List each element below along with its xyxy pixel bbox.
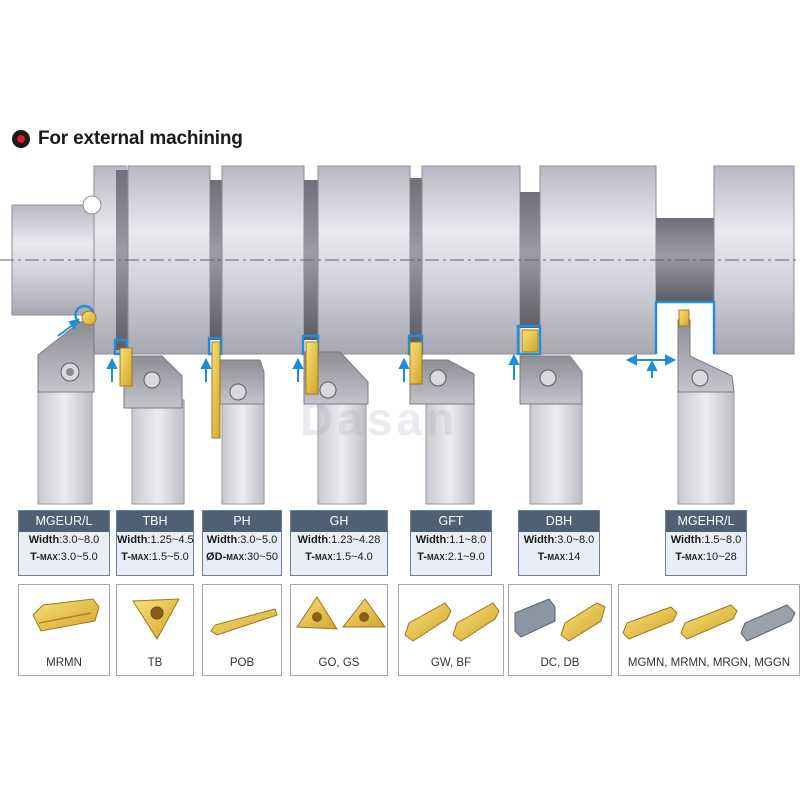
spec-panel-dbh: DBH Width:3.0~8.0 T-MAX:14 <box>518 510 600 576</box>
insert-box-mgmn: MGMN, MRMN, MRGN, MGGN <box>618 584 800 676</box>
width-spec: Width:3.0~8.0 <box>523 534 595 546</box>
insert-image <box>32 598 100 632</box>
insert-box-mrmn: MRMN <box>18 584 110 676</box>
spec-panel-ph: PH Width:3.0~5.0 ØD-MAX:30~50 <box>202 510 282 576</box>
tool-name: TBH <box>117 511 193 532</box>
width-spec: Width:1.5~8.0 <box>670 534 742 546</box>
insert-label: GW, BF <box>430 657 472 669</box>
section-title-text: For external machining <box>38 128 243 149</box>
insert-label: MGMN, MRMN, MRGN, MGGN <box>627 657 791 669</box>
insert-label: DC, DB <box>540 657 580 669</box>
t-max-spec: T-MAX:1.5~4.0 <box>305 551 373 563</box>
tool-name: MGEUR/L <box>19 511 109 532</box>
t-max-spec: T-MAX:3.0~5.0 <box>30 551 98 563</box>
target-bullet-icon <box>12 130 30 148</box>
width-spec: Width:3.0~8.0 <box>28 534 100 546</box>
spec-panel-mgehr: MGEHR/L Width:1.5~8.0 T-MAX:10~28 <box>665 510 747 576</box>
insert-box-dc-db: DC, DB <box>508 584 612 676</box>
feed-arrows <box>57 318 677 382</box>
machining-diagram <box>0 165 800 505</box>
width-spec: Width:1.1~8.0 <box>415 534 487 546</box>
insert-box-gw-bf: GW, BF <box>398 584 504 676</box>
tool-name: DBH <box>519 511 599 532</box>
section-title: For external machining <box>12 126 243 152</box>
watermark: Dasan <box>300 393 459 445</box>
spec-panel-gh: GH Width:1.23~4.28 T-MAX:1.5~4.0 <box>290 510 388 576</box>
tool-name: PH <box>203 511 281 532</box>
t-max-spec: T-MAX:2.1~9.0 <box>417 551 485 563</box>
insert-label: POB <box>229 657 255 669</box>
insert-image <box>132 598 180 640</box>
insert-image <box>210 608 278 636</box>
insert-box-pob: POB <box>202 584 282 676</box>
tool-name: GFT <box>411 511 491 532</box>
insert-image <box>404 602 500 642</box>
t-max-spec: T-MAX:1.5~5.0 <box>121 551 189 563</box>
spec-panel-tbh: TBH Width:1.25~4.5 T-MAX:1.5~5.0 <box>116 510 194 576</box>
tool-name: MGEHR/L <box>666 511 746 532</box>
spec-panel-mgeur: MGEUR/L Width:3.0~8.0 T-MAX:3.0~5.0 <box>18 510 110 576</box>
insert-image <box>296 596 386 630</box>
tool-holders <box>37 309 735 505</box>
width-spec: Width:1.25~4.5 <box>117 534 194 546</box>
d-max-spec: ØD-MAX:30~50 <box>206 551 278 563</box>
width-spec: Width:1.23~4.28 <box>297 534 381 546</box>
insert-label: MRMN <box>46 657 82 669</box>
t-max-spec: T-MAX:14 <box>537 551 581 563</box>
width-spec: Width:3.0~5.0 <box>206 534 278 546</box>
insert-image <box>622 604 796 642</box>
insert-label: TB <box>147 657 163 669</box>
insert-box-go-gs: GO, GS <box>290 584 388 676</box>
t-max-spec: T-MAX:10~28 <box>675 551 737 563</box>
insert-image <box>514 598 606 642</box>
spec-panel-gft: GFT Width:1.1~8.0 T-MAX:2.1~9.0 <box>410 510 492 576</box>
tool-name: GH <box>291 511 387 532</box>
insert-label: GO, GS <box>318 657 360 669</box>
workpiece-shaft <box>0 165 800 355</box>
insert-box-tb: TB <box>116 584 194 676</box>
